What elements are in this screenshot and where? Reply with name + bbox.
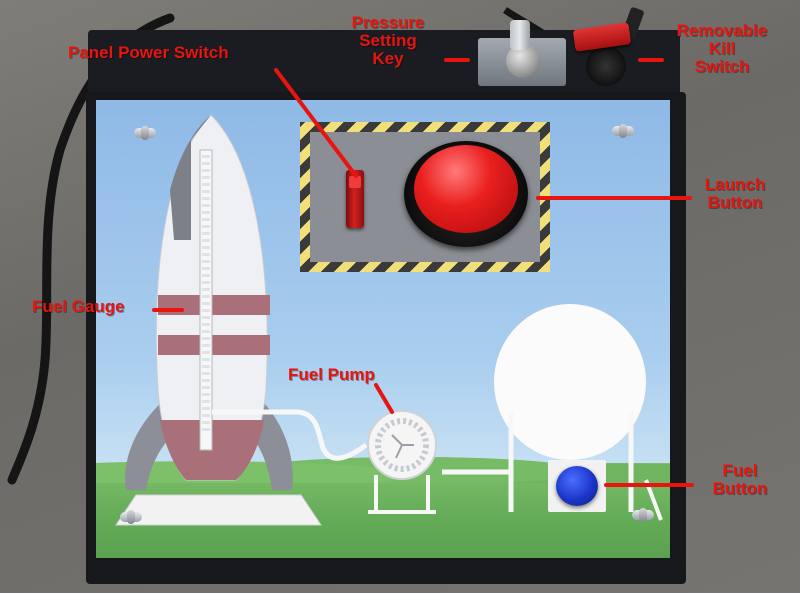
fuel-gauge-leds bbox=[202, 155, 210, 431]
label-line: Removable bbox=[676, 21, 768, 40]
launch-button[interactable] bbox=[414, 145, 518, 233]
rocket-graphic bbox=[115, 114, 663, 526]
label-fuel-gauge: Fuel Gauge bbox=[32, 297, 125, 316]
label-launch-button: Launch Button bbox=[690, 176, 780, 212]
wingnut-bottom-left bbox=[120, 510, 142, 524]
wingnut-bottom-right bbox=[632, 508, 654, 522]
label-fuel-pump: Fuel Pump bbox=[288, 365, 375, 384]
label-fuel-button: Fuel Button bbox=[700, 462, 780, 498]
label-line: Fuel bbox=[722, 461, 758, 480]
label-removable-kill-switch: Removable Kill Switch bbox=[662, 22, 782, 76]
label-pressure-setting-key: Pressure Setting Key bbox=[338, 14, 438, 68]
wingnut-top-left bbox=[134, 126, 156, 140]
label-line: Launch bbox=[704, 175, 766, 194]
label-line: Pressure bbox=[351, 13, 425, 32]
label-line: Setting bbox=[359, 31, 417, 50]
label-line: Kill bbox=[708, 39, 736, 58]
label-panel-power-switch: Panel Power Switch bbox=[68, 43, 229, 62]
panel-power-switch[interactable] bbox=[346, 170, 364, 228]
label-line: Button bbox=[707, 193, 763, 212]
fuel-pump-graphic bbox=[367, 410, 437, 514]
label-line: Switch bbox=[694, 57, 750, 76]
label-line: Button bbox=[712, 479, 768, 498]
label-line: Key bbox=[372, 49, 404, 68]
wingnut-top-right bbox=[612, 124, 634, 138]
pressure-setting-key[interactable] bbox=[510, 20, 530, 50]
fuel-button[interactable] bbox=[556, 466, 598, 506]
kill-switch-socket bbox=[586, 46, 626, 86]
